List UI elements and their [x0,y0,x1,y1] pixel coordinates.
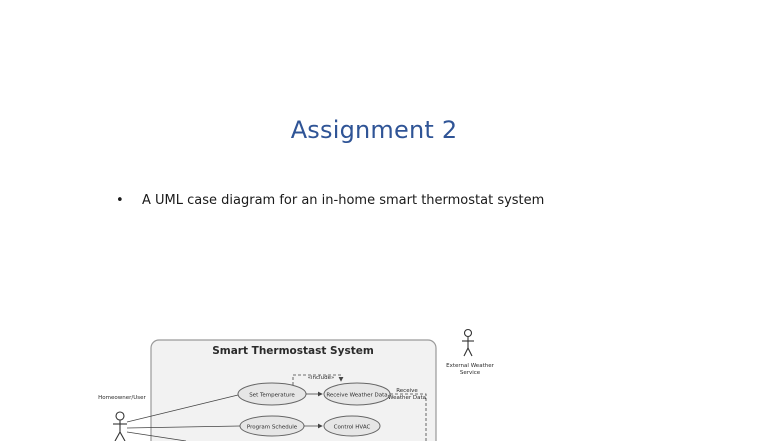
system-title: Smart Thermostast System [212,345,374,357]
include-relation-arrow [292,374,344,385]
bullet-text: A UML case diagram for an in-home smart … [142,193,545,208]
receive-weather-label-line1: Receive [396,388,418,394]
homeowner-actor-icon [113,411,127,441]
usecase-control-hvac [323,415,381,437]
usecase-receive-weather-label: Receive Weather Data [326,393,387,399]
usecase-set-temperature-label: Set Temperature [249,393,295,399]
bullet-icon: • [116,193,124,208]
usecase-control-hvac-label: Control HVAC [334,425,371,431]
uml-diagram: Smart Thermostast System Set Temperature… [96,222,516,441]
external-weather-label-line1: External Weather [446,363,494,369]
receive-weather-label-line2: Weather Data [388,395,426,401]
homeowner-hvac-association [126,431,187,441]
include-label: «include» [308,375,335,381]
bullet-item: • A UML case diagram for an in-home smart… [116,193,544,208]
external-weather-actor-icon [462,328,474,357]
slide-title: Assignment 2 [290,116,458,144]
homeowner-settemp-association [126,394,239,423]
homeowner-schedule-association [126,425,241,429]
usecase-program-schedule-label: Program Schedule [247,425,298,431]
uml-diagram-canvas: Smart Thermostast System Set Temperature… [98,328,495,441]
external-weather-association [390,393,427,441]
homeowner-actor-label: Homeowner/User [98,395,146,401]
external-weather-label-line2: Service [460,370,481,376]
